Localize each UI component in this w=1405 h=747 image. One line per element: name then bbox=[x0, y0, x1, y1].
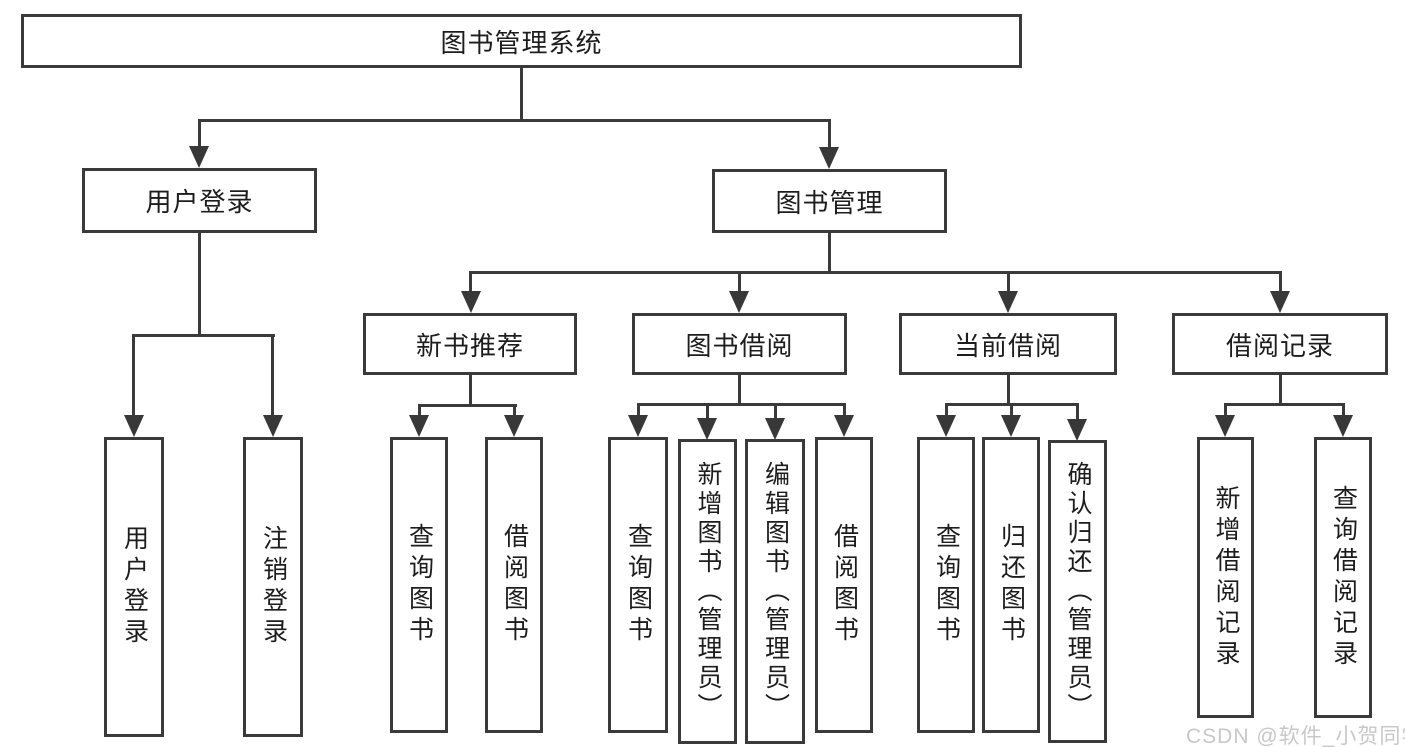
csdn-watermark: CSDN @软件_小贺同学 bbox=[1186, 725, 1405, 747]
arrow-down-icon bbox=[729, 291, 749, 313]
node-leaf-query-books-borrow: 查询图书 bbox=[608, 437, 668, 733]
connector-line bbox=[418, 404, 421, 419]
node-leaf-borrow-books: 借阅图书 bbox=[815, 437, 873, 733]
arrow-down-icon bbox=[1270, 291, 1290, 313]
node-borrow-records: 借阅记录 bbox=[1172, 313, 1388, 375]
node-leaf-add-borrow-record: 新增借阅记录 bbox=[1197, 437, 1254, 718]
node-leaf-query-books-current: 查询图书 bbox=[917, 437, 975, 733]
connector-line bbox=[469, 271, 472, 295]
node-leaf-borrow-books-recommend: 借阅图书 bbox=[485, 437, 543, 733]
arrow-down-icon bbox=[628, 415, 648, 437]
connector-line bbox=[945, 403, 948, 419]
node-leaf-edit-book-admin: 编辑图书（管理员） bbox=[745, 439, 805, 744]
connector-line bbox=[513, 404, 516, 419]
arrow-down-icon bbox=[936, 415, 956, 437]
node-leaf-add-book-admin: 新增图书（管理员） bbox=[678, 439, 737, 744]
connector-line bbox=[828, 233, 831, 272]
arrow-down-icon bbox=[1001, 415, 1021, 437]
connector-line bbox=[198, 119, 201, 150]
connector-line bbox=[1279, 375, 1282, 404]
connector-line bbox=[828, 119, 831, 151]
connector-line bbox=[198, 233, 201, 335]
connector-line bbox=[1224, 403, 1227, 419]
connector-line bbox=[132, 334, 275, 337]
connector-line bbox=[469, 271, 1282, 274]
node-library-management-system: 图书管理系统 bbox=[21, 14, 1022, 68]
connector-line bbox=[418, 404, 517, 407]
arrow-down-icon bbox=[504, 415, 524, 437]
arrow-down-icon bbox=[1067, 419, 1087, 441]
node-current-borrow: 当前借阅 bbox=[899, 313, 1117, 375]
connector-line bbox=[1010, 403, 1013, 419]
connector-line bbox=[520, 68, 523, 121]
node-leaf-return-book: 归还图书 bbox=[982, 437, 1040, 733]
arrow-down-icon bbox=[263, 415, 283, 437]
arrow-down-icon bbox=[998, 291, 1018, 313]
arrow-down-icon bbox=[697, 418, 717, 440]
connector-line bbox=[637, 403, 846, 406]
arrow-down-icon bbox=[409, 415, 429, 437]
connector-line bbox=[1279, 271, 1282, 295]
connector-line bbox=[637, 403, 640, 419]
connector-line bbox=[271, 334, 274, 419]
connector-line bbox=[198, 119, 831, 122]
node-leaf-confirm-return-admin: 确认归还（管理员） bbox=[1048, 440, 1107, 743]
connector-line bbox=[1007, 375, 1010, 404]
arrow-down-icon bbox=[765, 418, 785, 440]
connector-line bbox=[706, 403, 709, 421]
arrow-down-icon bbox=[461, 291, 481, 313]
node-book-management: 图书管理 bbox=[712, 169, 947, 233]
arrow-down-icon bbox=[189, 146, 209, 168]
arrow-down-icon bbox=[819, 147, 839, 169]
node-leaf-query-borrow-record: 查询借阅记录 bbox=[1314, 437, 1372, 718]
connector-line bbox=[774, 403, 777, 421]
connector-line bbox=[469, 375, 472, 406]
connector-line bbox=[1007, 271, 1010, 295]
arrow-down-icon bbox=[1215, 415, 1235, 437]
connector-line bbox=[1342, 403, 1345, 419]
connector-line bbox=[1076, 403, 1079, 422]
connector-line bbox=[132, 334, 135, 419]
node-leaf-query-books-recommend: 查询图书 bbox=[390, 437, 448, 733]
arrow-down-icon bbox=[834, 415, 854, 437]
connector-line bbox=[1224, 403, 1345, 406]
node-leaf-logout: 注销登录 bbox=[243, 437, 303, 737]
arrow-down-icon bbox=[124, 415, 144, 437]
connector-line bbox=[738, 271, 741, 295]
connector-line bbox=[738, 375, 741, 404]
node-leaf-user-login: 用户登录 bbox=[104, 437, 164, 737]
node-user-login: 用户登录 bbox=[82, 168, 317, 233]
connector-line bbox=[843, 403, 846, 419]
arrow-down-icon bbox=[1333, 415, 1353, 437]
node-new-book-recommend: 新书推荐 bbox=[363, 313, 577, 375]
node-book-borrow: 图书借阅 bbox=[632, 313, 847, 375]
